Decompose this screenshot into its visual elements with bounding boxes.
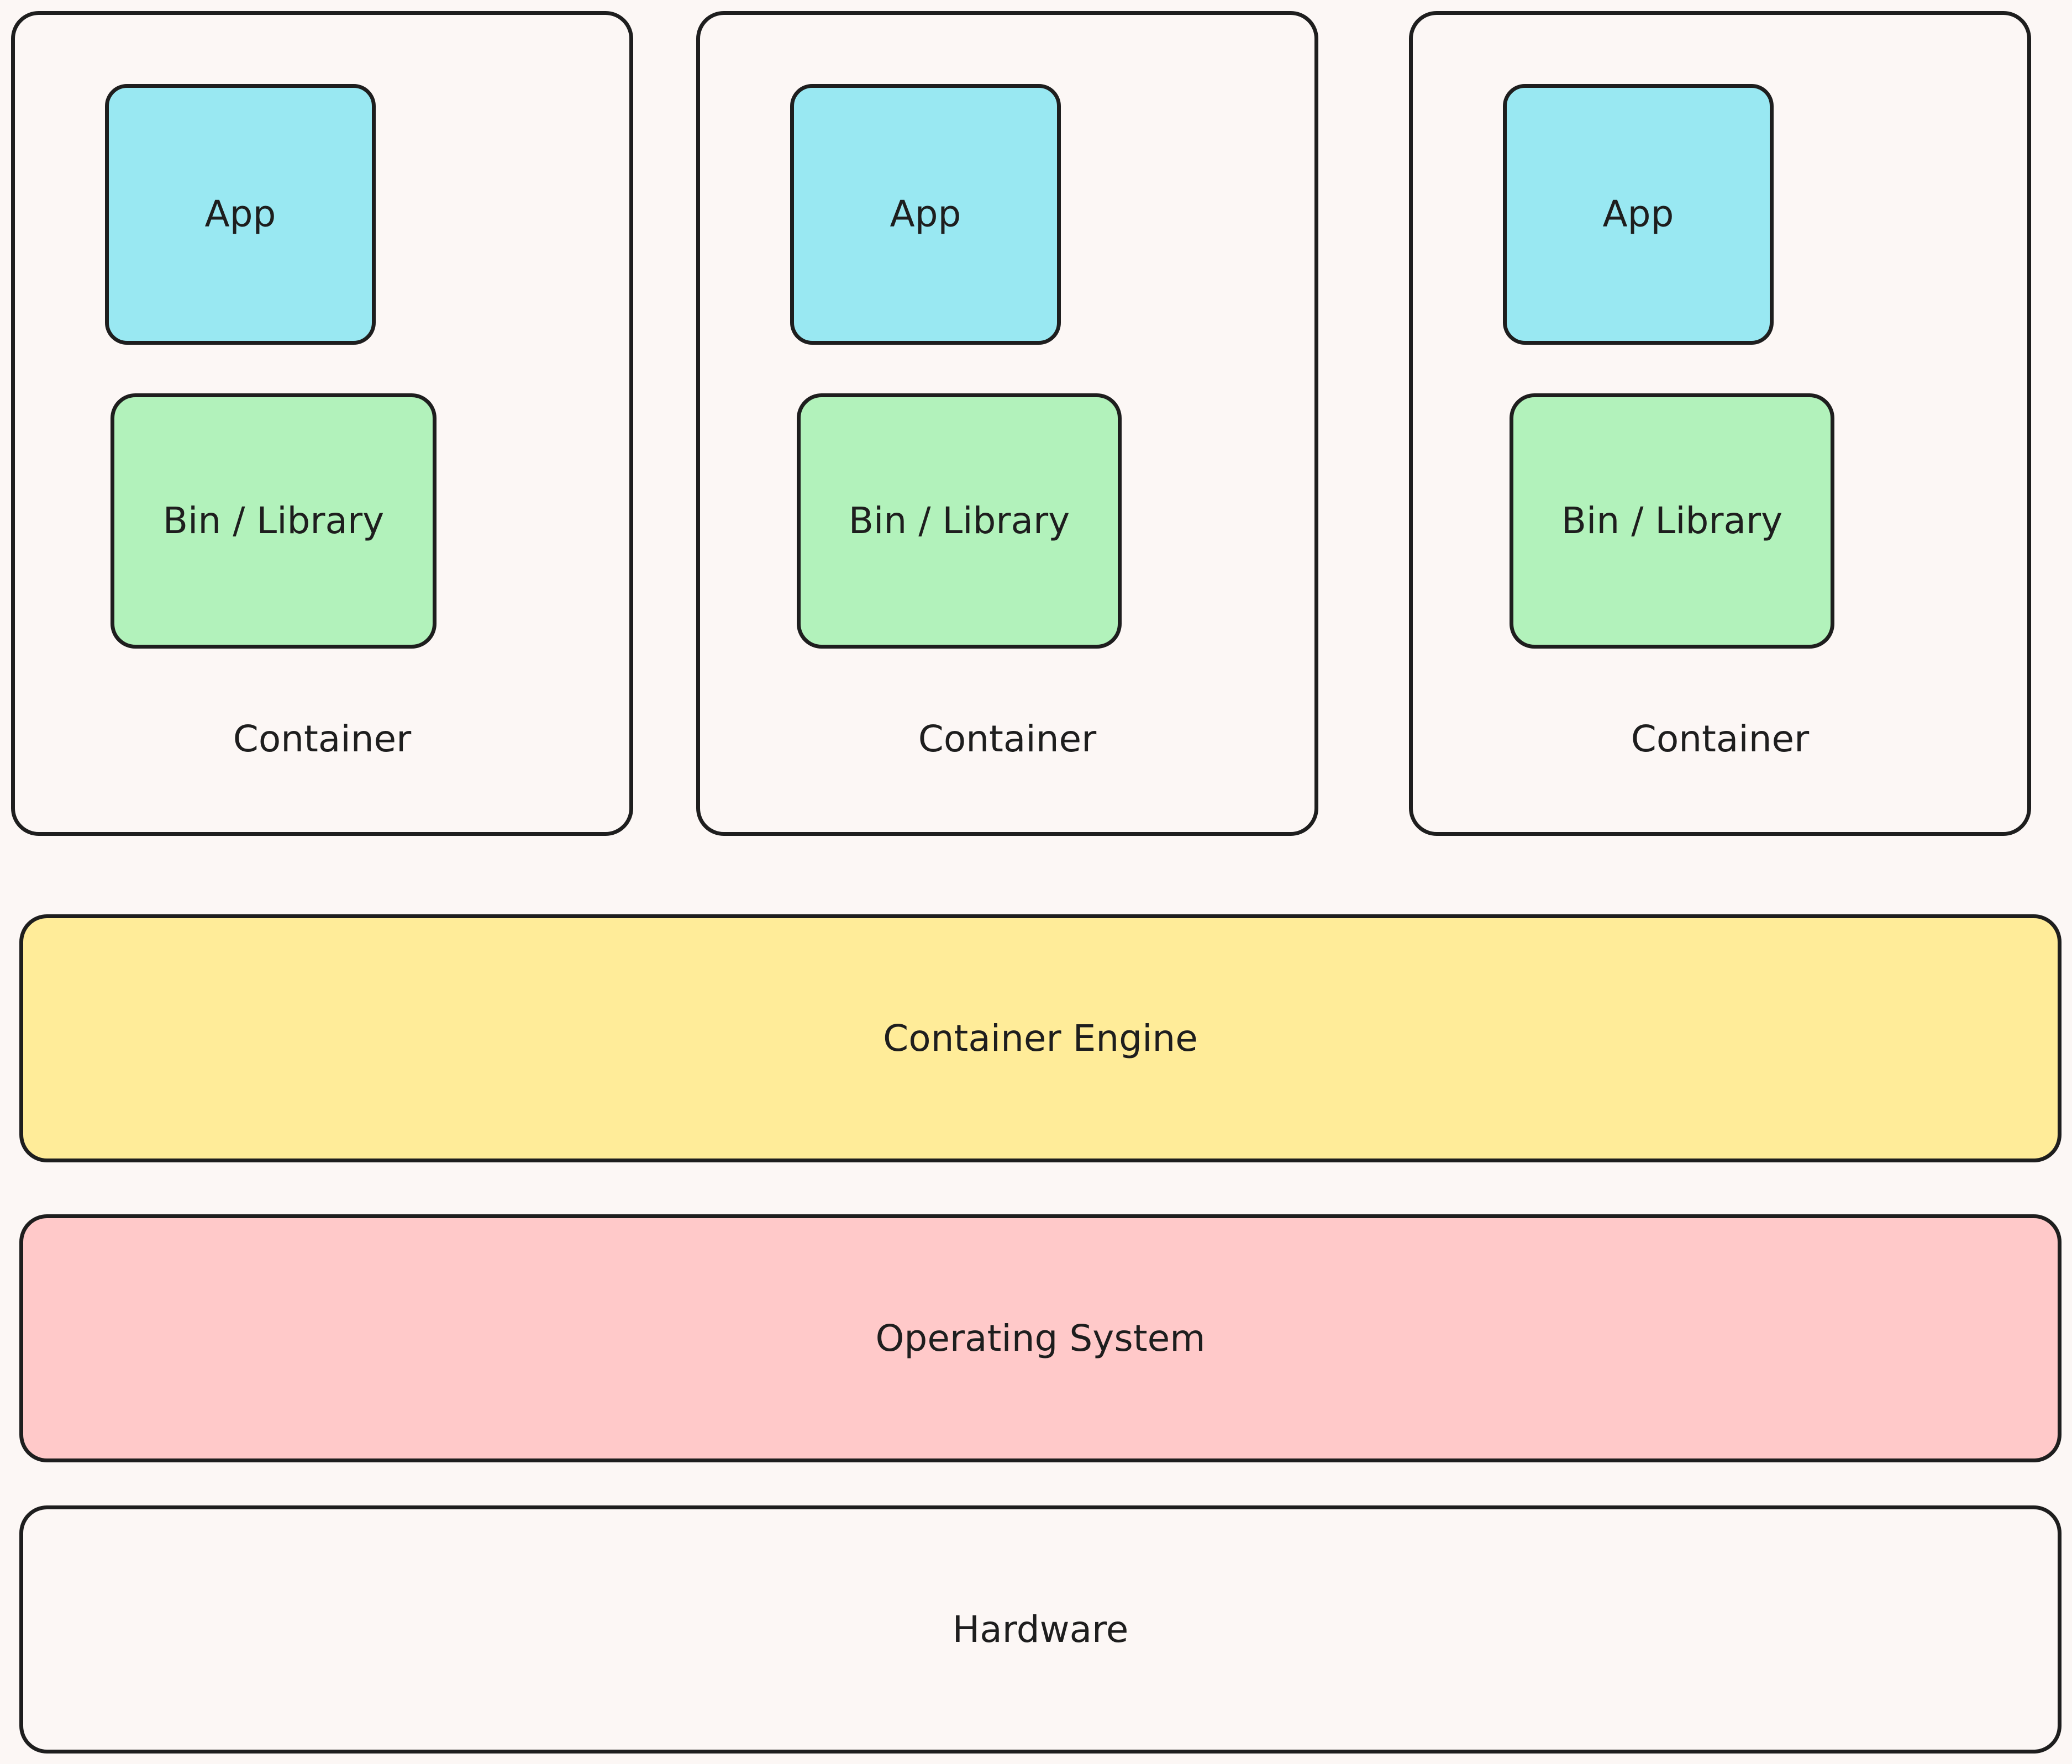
container-label: Container	[1631, 718, 1810, 760]
hardware-layer: Hardware	[19, 1505, 2062, 1754]
container-engine-layer: Container Engine	[19, 914, 2062, 1162]
app-box-2: App	[790, 84, 1061, 345]
library-label: Bin / Library	[848, 499, 1070, 542]
container-engine-label: Container Engine	[883, 1017, 1198, 1060]
app-box-1: App	[105, 84, 376, 345]
library-box-1: Bin / Library	[111, 393, 437, 649]
container-label: Container	[918, 718, 1097, 760]
app-label: App	[204, 193, 276, 235]
hardware-label: Hardware	[952, 1608, 1129, 1651]
library-box-3: Bin / Library	[1510, 393, 1834, 649]
library-box-2: Bin / Library	[797, 393, 1122, 649]
app-label: App	[1602, 193, 1674, 235]
app-box-3: App	[1503, 84, 1774, 345]
app-label: App	[890, 193, 961, 235]
library-label: Bin / Library	[1561, 499, 1783, 542]
operating-system-layer: Operating System	[19, 1214, 2062, 1462]
container-label: Container	[233, 718, 412, 760]
operating-system-label: Operating System	[875, 1317, 1206, 1360]
library-label: Bin / Library	[162, 499, 385, 542]
